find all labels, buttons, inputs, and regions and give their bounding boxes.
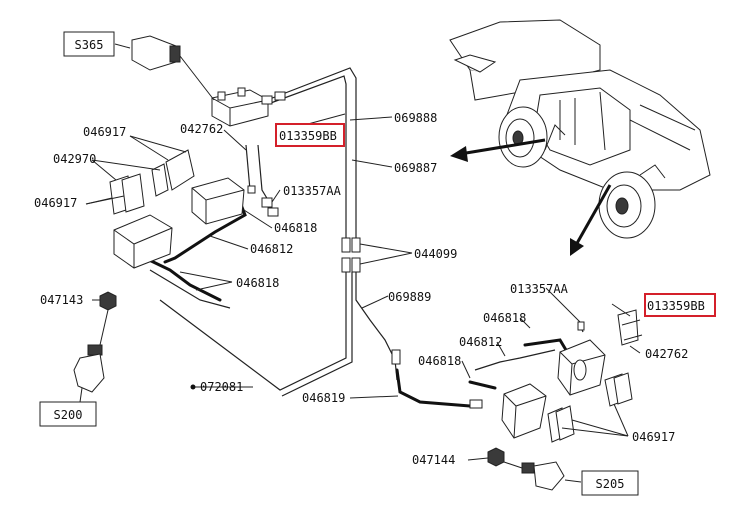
part-labels: 046917 042970 046917 042762 013359BB 069… [34, 111, 705, 467]
vehicle-illustration [449, 19, 711, 239]
highlight-box-top [275, 123, 345, 147]
s200-box: S200 [39, 401, 97, 427]
label-046818-b: 046818 [236, 276, 279, 290]
label-047143: 047143 [40, 293, 83, 307]
label-046917-left: 046917 [34, 196, 77, 210]
s205-box: S205 [581, 470, 639, 496]
label-046917-right: 046917 [632, 430, 675, 444]
label-046812-right: 046812 [459, 335, 502, 349]
label-046818-d: 046818 [418, 354, 461, 368]
label-013359BB-right: 013359BB [647, 299, 705, 313]
label-046812-top: 046812 [250, 242, 293, 256]
highlighted-parts [275, 123, 716, 317]
label-046917-top: 046917 [83, 125, 126, 139]
pointer-arrows [450, 138, 612, 256]
label-013357AA-right: 013357AA [510, 282, 569, 296]
left-brake-assembly [73, 35, 286, 403]
label-042762-right: 042762 [645, 347, 688, 361]
s365-box: S365 [63, 31, 115, 57]
label-046818-a: 046818 [274, 221, 317, 235]
label-069889: 069889 [388, 290, 431, 304]
label-042762-top: 042762 [180, 122, 223, 136]
label-044099: 044099 [414, 247, 457, 261]
right-brake-assembly [487, 309, 643, 491]
label-069887: 069887 [394, 161, 437, 175]
label-069888: 069888 [394, 111, 437, 125]
label-046819: 046819 [302, 391, 345, 405]
label-047144: 047144 [412, 453, 455, 467]
label-042970: 042970 [53, 152, 96, 166]
label-013359BB-top: 013359BB [279, 129, 337, 143]
s205-label: S205 [596, 477, 625, 491]
highlight-box-right [644, 293, 716, 317]
label-046818-c: 046818 [483, 311, 526, 325]
label-072081: 072081 [200, 380, 243, 394]
s200-label: S200 [54, 408, 83, 422]
connector-labels: S365 S200 S205 [39, 31, 639, 496]
label-013357AA-top: 013357AA [283, 184, 342, 198]
s365-label: S365 [75, 38, 104, 52]
hose-lines [143, 67, 584, 409]
leader-lines [85, 113, 641, 483]
